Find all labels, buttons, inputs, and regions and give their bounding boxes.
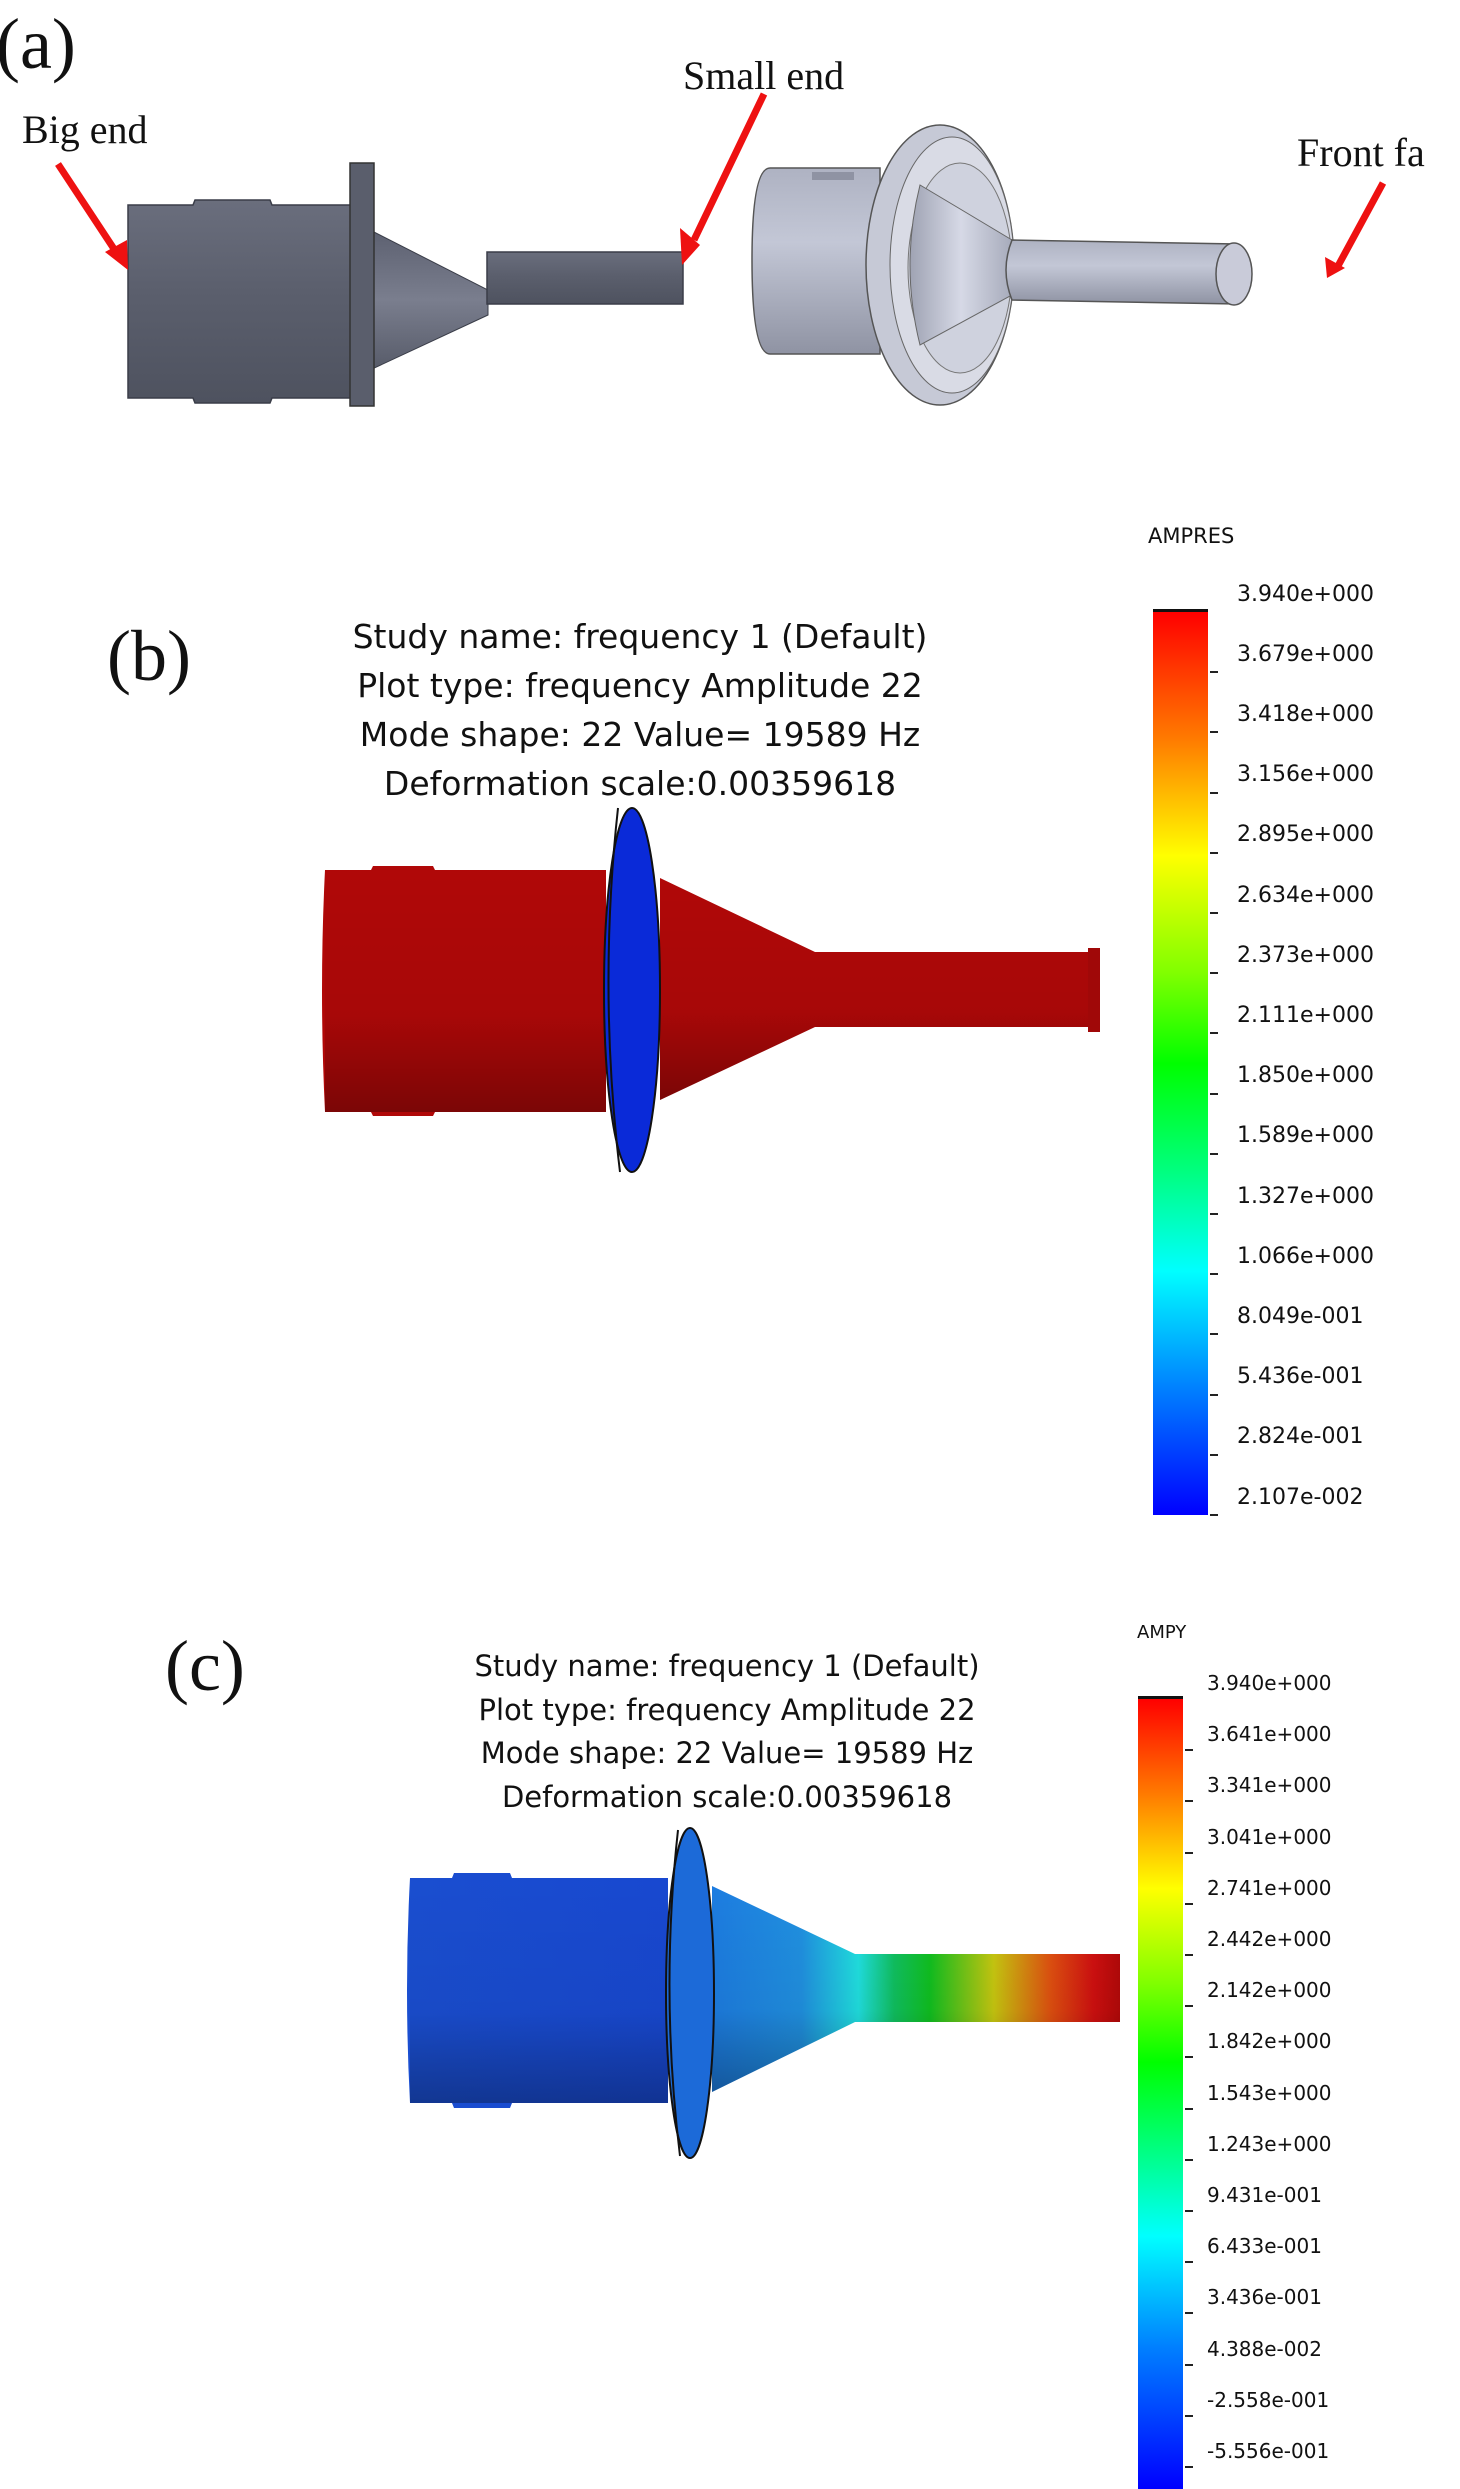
deformation-scale: Deformation scale:0.00359618 — [383, 764, 897, 803]
legend-tick-label: 1.589e+000 — [1237, 1123, 1374, 1149]
legend-tick-mark — [1210, 1092, 1218, 1095]
study-name: Study name: frequency 1 (Default) — [352, 617, 928, 656]
legend-b-colorbar — [1153, 609, 1208, 1515]
legend-tick-mark — [1185, 1954, 1193, 1956]
legend-tick-label: -2.558e-001 — [1207, 2387, 1330, 2412]
legend-tick-mark — [1185, 1749, 1193, 1752]
study-name: Study name: frequency 1 (Default) — [474, 1649, 980, 1683]
panel-b-info: Study name: frequency 1 (Default) Plot t… — [330, 612, 950, 808]
plot-type: Plot type: frequency Amplitude 22 — [478, 1692, 976, 1727]
legend-tick-label: 2.111e+000 — [1237, 1002, 1374, 1028]
legend-tick-label: 2.634e+000 — [1237, 882, 1374, 908]
legend-tick-label: 1.850e+000 — [1237, 1063, 1374, 1089]
legend-tick-mark — [1210, 851, 1218, 854]
callout-big-end: Big end — [22, 107, 148, 152]
legend-tick-label: 3.041e+000 — [1207, 1824, 1332, 1849]
panel-c-label: (c) — [165, 1626, 245, 1706]
callout-small-end: Small end — [683, 53, 845, 98]
legend-tick-mark — [1185, 2312, 1193, 2315]
legend-tick-mark — [1185, 2414, 1193, 2417]
mode-shape: Mode shape: 22 Value= 19589 Hz — [480, 1736, 974, 1770]
legend-c-colorbar — [1138, 1696, 1183, 2489]
legend-tick-label: 1.066e+000 — [1237, 1243, 1374, 1269]
deformation-scale: Deformation scale:0.00359618 — [501, 1779, 953, 1814]
legend-tick-label: 3.341e+000 — [1207, 1773, 1332, 1798]
legend-tick-mark — [1210, 1152, 1218, 1155]
legend-tick-label: 4.388e-002 — [1207, 2336, 1322, 2361]
legend-tick-mark — [1185, 2056, 1193, 2059]
legend-tick-mark — [1185, 1800, 1193, 1803]
legend-tick-mark — [1210, 912, 1218, 914]
legend-tick-mark — [1210, 1273, 1218, 1276]
legend-tick-label: 3.940e+000 — [1237, 581, 1374, 607]
legend-tick-mark — [1210, 731, 1218, 734]
legend-c-title: AMPY — [1137, 1622, 1187, 1643]
legend-tick-mark — [1185, 2363, 1193, 2366]
legend-tick-mark — [1185, 2466, 1193, 2468]
legend-tick-label: 1.327e+000 — [1237, 1183, 1374, 1209]
panel-a-label: (a) — [0, 4, 76, 84]
legend-tick-mark — [1210, 1213, 1218, 1215]
legend-tick-mark — [1210, 671, 1218, 674]
legend-tick-mark — [1185, 2107, 1193, 2110]
arrow-icon — [1325, 181, 1387, 278]
legend-tick-label: 3.641e+000 — [1207, 1722, 1332, 1747]
legend-tick-mark — [1210, 1333, 1218, 1336]
legend-tick-mark — [1185, 2210, 1193, 2212]
plot-type: Plot type: frequency Amplitude 22 — [357, 666, 923, 705]
legend-tick-label: -5.556e-001 — [1207, 2439, 1330, 2463]
legend-tick-mark — [1210, 1032, 1218, 1035]
legend-b-title: AMPRES — [1148, 524, 1235, 548]
arrow-icon — [680, 92, 768, 265]
legend-tick-label: 2.895e+000 — [1237, 822, 1374, 848]
legend-tick-mark — [1185, 2005, 1193, 2008]
legend-tick-label: 2.107e-002 — [1237, 1484, 1364, 1510]
panel-b-label: (b) — [107, 616, 191, 696]
legend-tick-mark — [1210, 1393, 1218, 1396]
legend-tick-label: 6.433e-001 — [1207, 2234, 1322, 2259]
horn-a-left — [55, 92, 768, 407]
horn-b-contour — [322, 807, 1100, 1173]
legend-tick-mark — [1210, 1453, 1218, 1456]
legend-tick-mark — [1210, 1514, 1218, 1516]
legend-tick-label: 2.741e+000 — [1207, 1875, 1332, 1900]
legend-tick-label: 1.842e+000 — [1207, 2029, 1332, 2054]
legend-tick-label: 1.543e+000 — [1207, 2080, 1332, 2105]
legend-tick-mark — [1185, 1902, 1193, 1905]
legend-tick-mark — [1210, 791, 1218, 794]
callout-front-face: Front fa — [1297, 130, 1425, 175]
legend-tick-label: 8.049e-001 — [1237, 1303, 1364, 1329]
legend-tick-mark — [1210, 972, 1218, 975]
legend-tick-label: 3.418e+000 — [1237, 701, 1374, 727]
legend-tick-label: 2.373e+000 — [1237, 942, 1374, 968]
legend-tick-label: 3.156e+000 — [1237, 762, 1374, 788]
legend-tick-mark — [1185, 2261, 1193, 2264]
legend-tick-label: 2.824e-001 — [1237, 1424, 1364, 1450]
legend-tick-mark — [1185, 2158, 1193, 2161]
legend-tick-label: 2.142e+000 — [1207, 1978, 1332, 2003]
legend-tick-label: 9.431e-001 — [1207, 2183, 1322, 2207]
legend-tick-label: 3.679e+000 — [1237, 641, 1374, 667]
legend-tick-label: 2.442e+000 — [1207, 1927, 1332, 1951]
legend-tick-label: 3.436e-001 — [1207, 2285, 1322, 2310]
arrow-icon — [55, 162, 128, 270]
mode-shape: Mode shape: 22 Value= 19589 Hz — [359, 715, 921, 754]
horn-a-isometric — [751, 124, 1387, 406]
panel-c-info: Study name: frequency 1 (Default) Plot t… — [427, 1645, 1027, 1819]
legend-tick-label: 1.243e+000 — [1207, 2131, 1332, 2156]
legend-tick-mark — [1185, 1851, 1193, 1854]
legend-tick-label: 5.436e-001 — [1237, 1364, 1364, 1390]
horn-side-view — [55, 92, 1387, 407]
legend-tick-label: 3.940e+000 — [1207, 1671, 1332, 1695]
